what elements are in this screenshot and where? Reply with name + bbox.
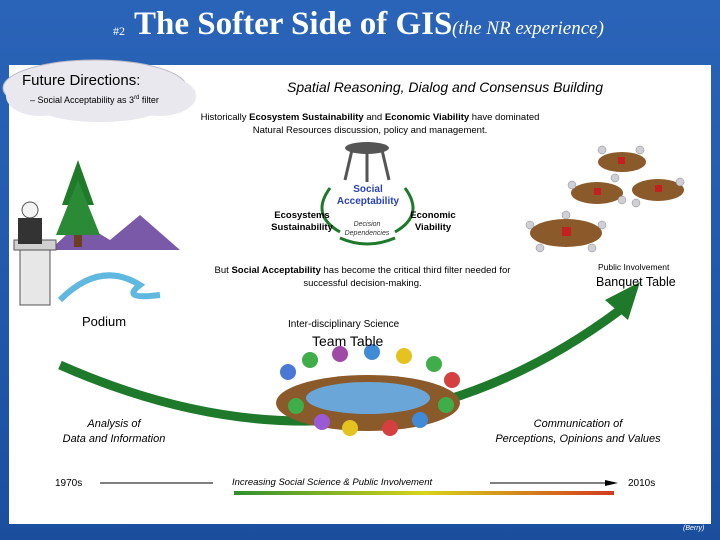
- social-acceptability-paragraph: But Social Acceptability has become the …: [214, 265, 511, 289]
- team-table-label: Team Table: [312, 333, 384, 349]
- slide-subtitle: (the NR experience): [452, 18, 604, 39]
- spatial-reasoning-heading: Spatial Reasoning, Dialog and Consensus …: [287, 79, 603, 95]
- content-panel: [9, 65, 711, 524]
- cloud-shape: [2, 59, 196, 122]
- banquet-tables-illustration: [525, 145, 685, 253]
- arc-arrow-head: [605, 282, 640, 320]
- stool-illustration: [320, 142, 415, 246]
- public-involvement-label: Public Involvement: [598, 262, 670, 272]
- timeline-arrow-head: [605, 480, 618, 486]
- timeline-caption: Increasing Social Science & Public Invol…: [232, 477, 433, 488]
- team-table-illustration: [276, 344, 460, 436]
- timeline-start-label: 1970s: [55, 478, 83, 489]
- slide-number: #2: [113, 24, 125, 38]
- landscape-illustration: [13, 160, 180, 306]
- future-directions-subtitle: – Social Acceptability as 3rd filter: [30, 95, 159, 105]
- timeline-end-label: 2010s: [628, 478, 656, 489]
- interdisciplinary-science-label: Inter-disciplinary Science: [288, 319, 400, 330]
- slide-title: The Softer Side of GIS: [134, 6, 453, 42]
- timeline-gradient-bar: [234, 491, 614, 495]
- banquet-table-label: Banquet Table: [596, 275, 676, 289]
- future-directions-title: Future Directions:: [22, 72, 141, 89]
- credit-label: (Berry): [683, 525, 705, 532]
- podium-label: Podium: [82, 314, 127, 329]
- historically-paragraph: Historically Ecosystem Sustainability an…: [200, 112, 540, 136]
